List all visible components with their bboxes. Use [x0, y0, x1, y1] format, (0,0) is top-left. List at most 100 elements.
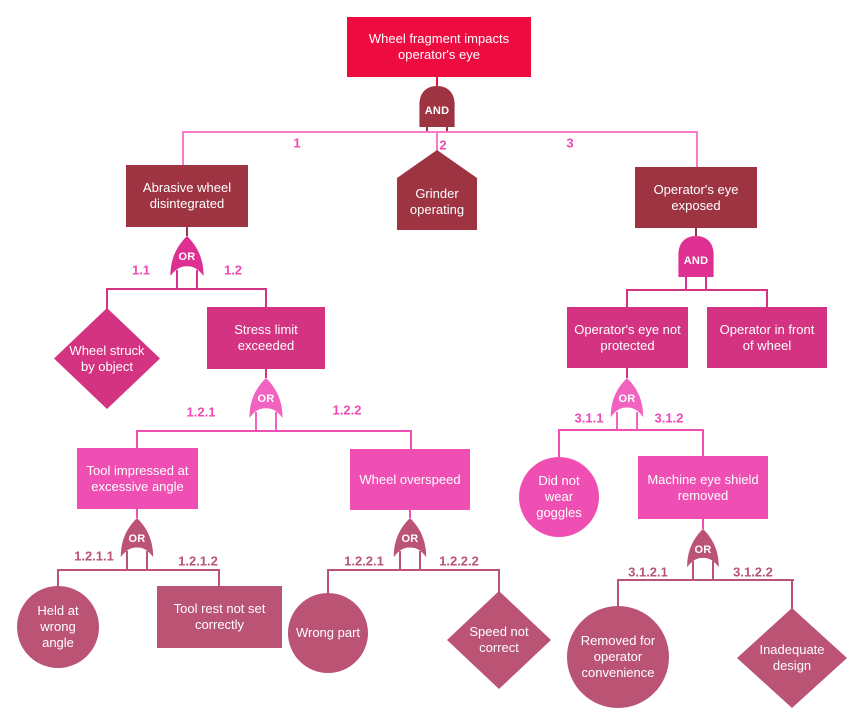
node-wrong-part: Wrong part — [288, 593, 368, 673]
connector-line — [265, 369, 267, 378]
connector-line — [558, 429, 560, 458]
node-shield-removed: Machine eye shield removed — [638, 456, 768, 519]
connector-line — [182, 131, 698, 133]
connector-line — [126, 551, 128, 570]
or-gate-icon — [249, 377, 283, 419]
connector-line — [399, 551, 401, 570]
and-gate-icon — [419, 85, 455, 128]
connector-line — [196, 270, 198, 289]
connector-line — [410, 430, 412, 450]
or-gate-tool-impressed: OR — [115, 517, 159, 559]
branch-label: 1.1 — [131, 262, 151, 278]
connector-line — [136, 430, 138, 449]
connector-line — [176, 270, 178, 289]
node-speed-not-correct: Speed not correct — [447, 591, 551, 689]
branch-label: 2 — [439, 137, 447, 153]
node-held-wrong-angle: Held at wrong angle — [17, 586, 99, 668]
connector-line — [766, 289, 768, 308]
node-tool-rest: Tool rest not set correctly — [157, 586, 282, 648]
connector-line — [498, 569, 500, 592]
connector-line — [106, 288, 108, 309]
gate-label: OR — [401, 532, 419, 545]
connector-line — [696, 131, 698, 168]
or-gate-shield-removed: OR — [681, 528, 725, 569]
node-stress-limit: Stress limit exceeded — [207, 307, 325, 369]
connector-line — [558, 429, 704, 431]
branch-label: 1.2.1.1 — [74, 548, 114, 564]
branch-label: 3 — [566, 135, 574, 151]
branch-label: 1.2.2 — [332, 402, 362, 418]
node-did-not-wear-goggles: Did not wear goggles — [519, 457, 599, 537]
or-gate-icon — [120, 517, 154, 558]
or-gate-icon — [610, 377, 644, 418]
connector-line — [617, 579, 619, 607]
connector-line — [617, 579, 794, 581]
connector-line — [57, 569, 59, 587]
and-gate-icon — [678, 235, 714, 278]
branch-label: 3.1.1 — [574, 410, 604, 426]
connector-line — [218, 569, 220, 587]
connector-line — [275, 412, 277, 431]
or-gate-icon — [170, 235, 204, 277]
connector-line — [186, 227, 188, 236]
connector-line — [791, 579, 793, 609]
node-grinder-operating: Grinder operating — [397, 150, 477, 230]
connector-line — [626, 289, 768, 291]
or-gate-eye-not-protected: OR — [605, 377, 649, 419]
connector-line — [695, 228, 697, 236]
connector-line — [136, 430, 412, 432]
branch-label: 3.1.2.2 — [733, 564, 773, 580]
gate-label: AND — [683, 254, 709, 267]
connector-line — [146, 551, 148, 570]
connector-line — [136, 509, 138, 518]
or-gate-overspeed: OR — [388, 517, 432, 559]
branch-label: 1 — [293, 135, 301, 151]
connector-line — [712, 561, 714, 580]
gate-label: OR — [257, 393, 275, 406]
connector-line — [436, 77, 438, 86]
connector-line — [685, 270, 687, 290]
and-gate-eye-exposed: AND — [674, 235, 718, 278]
or-gate-stress: OR — [244, 377, 288, 420]
connector-line — [182, 131, 184, 166]
connector-line — [106, 288, 267, 290]
connector-line — [616, 412, 618, 430]
branch-label: 1.2.1.2 — [178, 553, 218, 569]
node-tool-impressed: Tool impressed at excessive angle — [77, 448, 198, 509]
branch-label: 1.2 — [223, 262, 243, 278]
connector-line — [702, 519, 704, 529]
or-gate-icon — [393, 517, 427, 558]
connector-line — [255, 412, 257, 431]
connector-line — [327, 569, 500, 571]
connector-line — [57, 569, 220, 571]
node-eye-exposed: Operator's eye exposed — [635, 167, 757, 228]
branch-label: 1.2.2.2 — [439, 553, 479, 569]
gate-label: OR — [178, 251, 196, 264]
node-eye-not-protected: Operator's eye not protected — [567, 307, 688, 368]
gate-label: OR — [128, 532, 146, 545]
branch-label: 1.2.2.1 — [344, 553, 384, 569]
node-operator-in-front: Operator in front of wheel — [707, 307, 827, 368]
connector-line — [419, 551, 421, 570]
branch-label: 3.1.2.1 — [628, 564, 668, 580]
branch-label: 1.2.1 — [186, 404, 216, 420]
gate-label: OR — [618, 392, 636, 405]
node-removed-convenience: Removed for operator convenience — [567, 606, 669, 708]
connector-line — [626, 368, 628, 378]
connector-line — [692, 561, 694, 580]
node-wheel-overspeed: Wheel overspeed — [350, 449, 470, 510]
branch-label: 3.1.2 — [654, 410, 684, 426]
node-wheel-struck: Wheel struck by object — [54, 308, 160, 409]
and-gate-top: AND — [415, 85, 459, 128]
gate-label: OR — [694, 543, 712, 556]
connector-line — [446, 123, 448, 132]
connector-line — [409, 510, 411, 518]
gate-label: AND — [424, 104, 450, 117]
node-top-event: Wheel fragment impacts operator's eye — [347, 17, 531, 77]
node-inadequate-design: Inadequate design — [737, 608, 847, 708]
node-abrasive-wheel: Abrasive wheel disintegrated — [126, 165, 248, 227]
or-gate-abrasive: OR — [165, 235, 209, 278]
connector-line — [265, 288, 267, 308]
connector-line — [705, 270, 707, 290]
connector-line — [626, 289, 628, 308]
